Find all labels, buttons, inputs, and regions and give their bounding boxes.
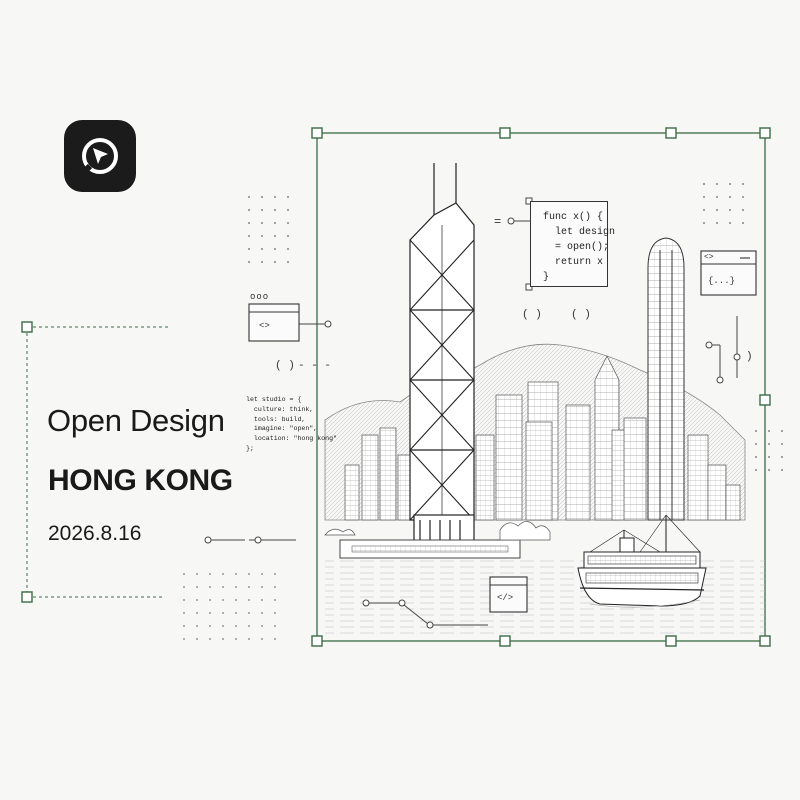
- skyline-background: [344, 355, 741, 521]
- star-ferry: [577, 514, 707, 608]
- app-logo: [64, 120, 136, 192]
- equals-symbol: =: [494, 215, 502, 229]
- ifc-tower: [647, 237, 685, 521]
- func-code-block: func x() { let design = open(); return x…: [530, 201, 615, 287]
- code-tag-icon-right: <>: [704, 253, 714, 262]
- connector-lines: [204, 197, 741, 629]
- parens-top-left: ( ): [522, 309, 542, 321]
- dashes-mid: - - -: [298, 360, 332, 372]
- code-tag-icon: <>: [259, 321, 270, 331]
- parens-mid: ( ): [275, 360, 295, 372]
- text-selection-frame: [21, 321, 170, 603]
- cursor-arrow-icon: [81, 138, 118, 175]
- page-title: Open Design: [47, 403, 225, 438]
- parens-top-right: ( ): [571, 309, 591, 321]
- event-date: 2026.8.16: [48, 522, 142, 545]
- window-content-right: {...}: [708, 276, 736, 286]
- studio-code-block: let studio = { culture: think, tools: bu…: [246, 396, 338, 452]
- dot-grid-decor: [176, 176, 788, 640]
- image-selection-frame: [311, 127, 771, 647]
- boc-tower: [409, 163, 475, 546]
- city-heading: HONG KONG: [48, 464, 233, 497]
- parens-right: ): [746, 351, 753, 363]
- window-frames: [248, 250, 757, 613]
- close-tag-icon: </>: [497, 593, 514, 603]
- window-dots-left: ooo: [250, 292, 270, 302]
